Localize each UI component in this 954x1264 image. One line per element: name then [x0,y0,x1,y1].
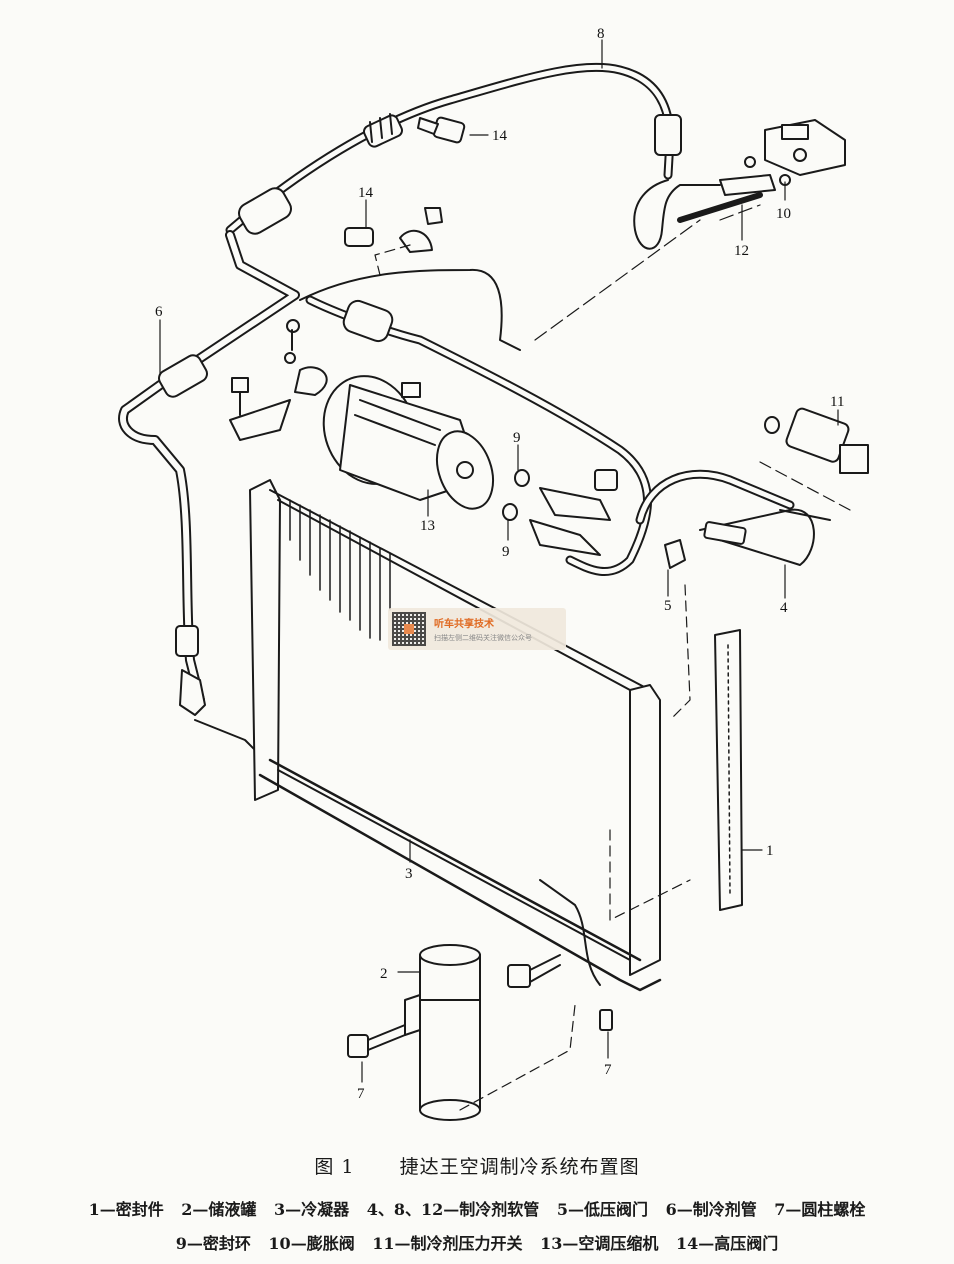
watermark-banner: 听车共享技术 扫描左侧二维码关注微信公众号 [388,608,566,650]
connector-pipe [299,268,521,351]
legend-item: 7—圆柱螺栓 [774,1200,866,1219]
legend-item: 5—低压阀门 [556,1200,648,1219]
qr-code-icon [392,612,426,646]
ac-compressor [322,375,495,510]
callout-7-left: 7 [357,1086,365,1102]
legend-item: 2—储液罐 [181,1200,257,1219]
cylinder-bolt-right [507,954,613,1031]
high-pressure-valve-14a [417,116,466,144]
figure-number: 图 1 [314,1156,355,1178]
callout-9-lower: 9 [502,544,510,560]
legend-item: 6—制冷剂管 [665,1200,757,1219]
callout-2: 2 [380,966,388,982]
callout-3: 3 [405,866,413,882]
figure-caption: 图 1 捷达王空调制冷系统布置图 [0,1152,954,1179]
leader-dashed [534,204,761,341]
seal-strip [714,629,743,911]
mount-bracket [229,319,328,441]
seal-rings [502,469,618,556]
legend-item: 1—密封件 [88,1200,164,1219]
figure-title: 捷达王空调制冷系统布置图 [399,1156,640,1178]
watermark-subtitle: 扫描左侧二维码关注微信公众号 [434,634,532,642]
legend-item: 10—膨胀阀 [268,1234,355,1253]
callout-4: 4 [780,600,788,616]
callout-11: 11 [830,394,844,410]
legend-item: 3—冷凝器 [274,1200,350,1219]
receiver-drier [404,944,481,1121]
cylinder-bolt-left [347,1024,406,1058]
callout-8: 8 [597,26,605,42]
hose-4 [635,469,831,566]
legend-item: 4、8、12—制冷剂软管 [366,1200,540,1219]
callout-9-upper: 9 [513,430,521,446]
pressure-switch [764,407,869,474]
legend-line-2: 9—密封环 10—膨胀阀 11—制冷剂压力开关 13—空调压缩机 14—高压阀门 [0,1230,954,1254]
low-pressure-valve [664,539,686,569]
condenser [249,479,662,992]
legend-line-1: 1—密封件 2—储液罐 3—冷凝器 4、8、12—制冷剂软管 5—低压阀门 6—… [0,1196,954,1220]
callout-14-lower: 14 [358,185,374,201]
watermark-title: 听车共享技术 [434,619,494,630]
legend-item: 11—制冷剂压力开关 [372,1234,523,1253]
legend-item: 13—空调压缩机 [540,1234,659,1253]
callout-10: 10 [776,206,791,222]
callout-1: 1 [766,843,774,859]
ac-system-diagram: 8 14 14 6 10 12 11 9 9 13 5 4 1 3 2 7 7 [118,26,869,1121]
callout-14-upper: 14 [492,128,508,144]
legend-item: 14—高压阀门 [676,1234,779,1253]
callout-5: 5 [664,598,672,614]
high-pressure-valve-14b [344,207,443,253]
callout-6: 6 [155,304,163,320]
legend-item: 9—密封环 [175,1234,251,1253]
callout-12: 12 [734,243,749,259]
callout-13: 13 [420,518,435,534]
expansion-valve [677,119,846,223]
callout-7-right: 7 [604,1062,612,1078]
hose-8 [225,62,721,250]
